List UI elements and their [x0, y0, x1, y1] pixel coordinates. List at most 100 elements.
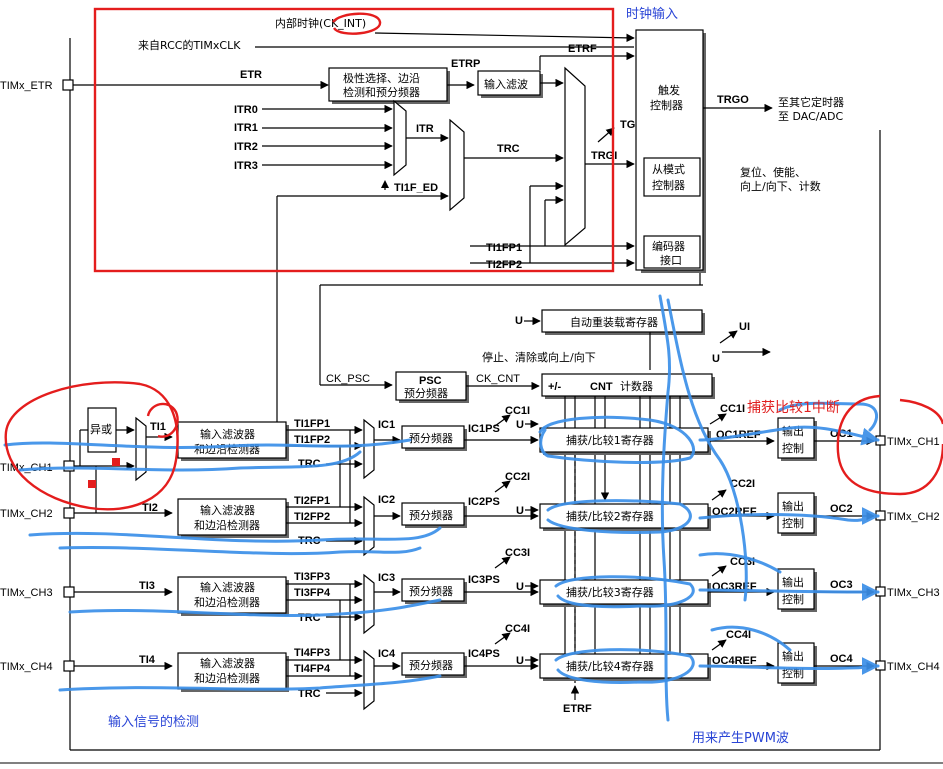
ch4-ti4fp3: TI4FP3	[294, 647, 330, 659]
ch2-output-pin-label: TIMx_CH2	[887, 511, 940, 523]
ch4-input-pin	[63, 660, 75, 672]
ch1-trc: TRC	[298, 458, 321, 470]
ch1-ti1fp1: TI1FP1	[294, 418, 330, 430]
etrp-label: ETRP	[451, 58, 480, 70]
ck-psc-label: CK_PSC	[326, 373, 370, 385]
slave-line2: 控制器	[652, 178, 685, 192]
oc4ref-label: OC4REF	[712, 655, 757, 667]
ch3-filter-box	[177, 576, 287, 614]
blue-highlight-strokes	[3, 294, 880, 722]
ch1-filter-box	[177, 421, 287, 459]
etr-pin	[62, 79, 74, 91]
itr1-label: ITR1	[234, 122, 258, 134]
clock-input-annotation: 时钟输入	[626, 6, 678, 22]
ic4ps-label: IC4PS	[468, 648, 500, 660]
plus-minus-label: +/-	[548, 381, 561, 393]
polarity-line2: 检测和预分频器	[343, 85, 420, 99]
itr3-label: ITR3	[234, 160, 258, 172]
oc3-output-control-box	[777, 568, 815, 610]
psc-sub-label: 预分频器	[404, 386, 448, 400]
ck-cnt-label: CK_CNT	[476, 373, 520, 385]
cc2-circle	[546, 499, 692, 534]
oc3-out-line2: 控制	[782, 592, 804, 606]
to-other-line2: 至 DAC/ADC	[778, 110, 843, 123]
oc2-output-control-box	[777, 492, 815, 534]
to-other-line1: 至其它定时器	[778, 95, 844, 109]
cc1i-out-label: CC1I	[720, 403, 745, 415]
etrf-label: ETRF	[568, 43, 597, 55]
ic2ps-label: IC2PS	[468, 496, 500, 508]
ch3-filter-line1: 输入滤波器	[200, 580, 255, 594]
cc4-u-label: U	[516, 655, 524, 667]
ch4-input-pin-label: TIMx_CH4	[0, 661, 53, 673]
input-xor-circle	[4, 381, 179, 511]
clock-section: 内部时钟(CK_INT) 来自RCC的TIMxCLK TIMx_ETR ETR …	[0, 7, 844, 445]
slave-controller-box	[643, 157, 701, 197]
cc3-u-label: U	[516, 581, 524, 593]
xor-label: 异或	[90, 423, 112, 436]
cc2i-out-label: CC2I	[730, 478, 755, 490]
ch2-input-pin	[63, 507, 75, 519]
cc4i-out-label: CC4I	[726, 629, 751, 641]
ic1-mux	[363, 418, 375, 480]
cc3-circle	[554, 575, 695, 609]
cc1-register-label: 捕获/比较1寄存器	[566, 433, 654, 447]
itr-mux	[393, 99, 407, 177]
cc2-register-box	[539, 503, 709, 529]
polarity-line1: 极性选择、边沿	[343, 71, 420, 85]
cc3-register-box	[539, 579, 709, 605]
trigger-line2: 控制器	[650, 98, 683, 112]
ti3-label: TI3	[139, 580, 155, 592]
ch3-input-pin	[63, 586, 75, 598]
ti4-label: TI4	[139, 654, 156, 666]
ch2-filter-line2: 和边沿检测器	[194, 518, 260, 532]
ch2-ti2fp1: TI2FP1	[294, 495, 330, 507]
ch1-ti1fp2: TI1FP2	[294, 434, 330, 446]
ic1-label: IC1	[378, 419, 395, 431]
reset-line1: 复位、使能、	[740, 165, 806, 179]
ch2-filter-line1: 输入滤波器	[200, 503, 255, 517]
trc-mux	[449, 118, 465, 212]
etr-label: ETR	[240, 69, 262, 81]
ch2-ti2fp2: TI2FP2	[294, 511, 330, 523]
ch4-trc: TRC	[298, 688, 321, 700]
annotation-texts: 时钟输入 捕获比较1中断 输入信号的检测 用来产生PWM波	[108, 6, 840, 746]
ti1fp1-bus-label: TI1FP1	[486, 242, 522, 254]
oc1-out-line2: 控制	[782, 441, 804, 455]
etr-pin-label: TIMx_ETR	[0, 80, 53, 92]
itr2-label: ITR2	[234, 141, 258, 153]
ch3-ti3fp3: TI3FP3	[294, 571, 330, 583]
itr0-label: ITR0	[234, 104, 258, 116]
rcc-clock-label: 来自RCC的TIMxCLK	[138, 38, 241, 52]
cc1-circle	[538, 415, 696, 464]
slave-line1: 从模式	[652, 163, 685, 176]
oc4-output-control-box	[777, 642, 815, 684]
capture-compare-section: CC1I U 捕获/比较1寄存器 CC1I OC1REF 输出 控制 OC1 T…	[494, 403, 940, 715]
oc1-output-control-box	[777, 417, 815, 459]
ch1-prescaler-label: 预分频器	[409, 431, 453, 445]
ti1f-ed-label: TI1F_ED	[394, 182, 438, 194]
ch2-prescaler-box	[401, 502, 465, 526]
input-detection-annotation: 输入信号的检测	[108, 714, 199, 730]
encoder-line1: 编码器	[652, 239, 685, 253]
ch4-prescaler-box	[401, 652, 465, 676]
ch4-filter-line2: 和边沿检测器	[194, 671, 260, 685]
psc-label: PSC	[419, 375, 442, 387]
etrf-bottom-label: ETRF	[563, 703, 592, 715]
oc3-out-line1: 输出	[782, 575, 804, 589]
trigger-controller-box	[635, 29, 704, 271]
cc1i-label: CC1I	[505, 405, 530, 417]
cc2i-label: CC2I	[505, 471, 530, 483]
oc3-label: OC3	[830, 579, 853, 591]
cc3-register-label: 捕获/比较3寄存器	[566, 585, 654, 599]
trc-label: TRC	[497, 143, 520, 155]
u-label-top: U	[515, 315, 523, 327]
etr-input-filter-box	[477, 70, 541, 96]
ti2-label: TI2	[142, 502, 158, 514]
tgi-label: TGI	[620, 119, 638, 131]
ch1-output-circle	[836, 394, 943, 496]
ti1-select-mux	[135, 416, 147, 482]
input-section: 异或 TI1 TIMx_CH1 输入滤波器 和边沿检测器 TI1FP1 TI1F…	[0, 407, 539, 711]
pwm-generation-annotation: 用来产生PWM波	[692, 731, 789, 746]
ti2fp2-bus-label: TI2FP2	[486, 259, 522, 271]
